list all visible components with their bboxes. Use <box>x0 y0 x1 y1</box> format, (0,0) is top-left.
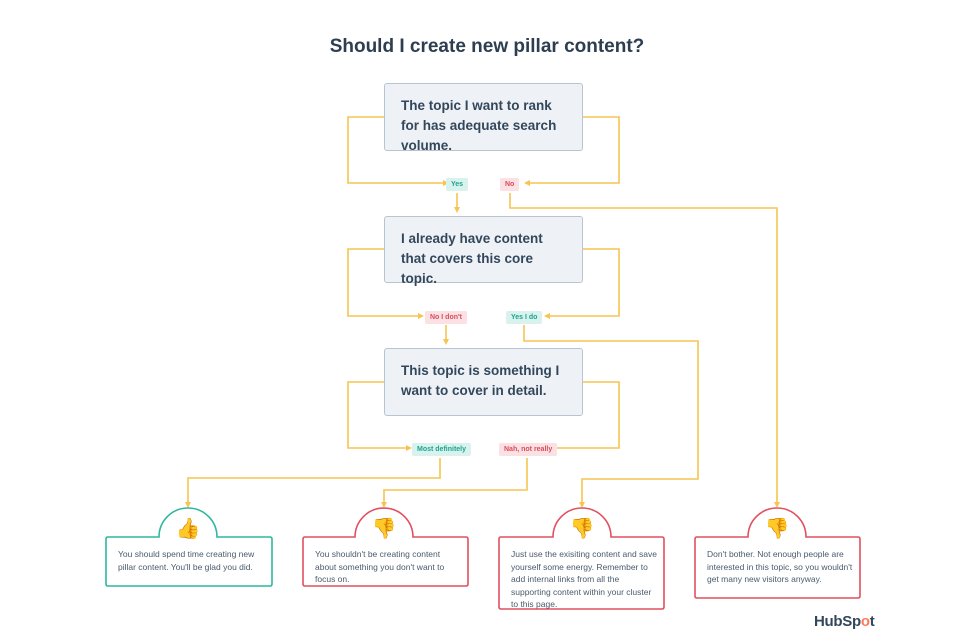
arrowhead <box>406 445 412 451</box>
arrowhead <box>381 502 387 508</box>
q3-no-label: Nah, not really <box>499 443 558 456</box>
result-text-create-pillar: You should spend time creating new pilla… <box>118 549 255 572</box>
q1-no-to-result4 <box>509 193 778 505</box>
q1-left-connector <box>347 116 443 184</box>
q3-left-connector <box>347 381 406 449</box>
q2-yes-to-result3 <box>523 325 699 505</box>
hubspot-logo: HubSpot <box>814 613 875 630</box>
result-card-outline-2 <box>302 507 469 587</box>
q2-left-connector <box>347 248 418 317</box>
q2-no-label: No I don't <box>425 311 467 324</box>
result-card-outline-3 <box>498 507 665 610</box>
q3-yes-label: Most definitely <box>412 443 472 456</box>
thumbs-down-icon: 👎 <box>764 518 790 540</box>
q2-yes-label: Yes I do <box>506 311 543 324</box>
result-card-outline-1 <box>105 507 273 587</box>
thumbs-up-icon: 👍 <box>175 518 201 540</box>
result-text-use-existing: Just use the exisiting content and save … <box>511 549 658 609</box>
q3-no-to-result2 <box>383 458 528 505</box>
arrowhead <box>185 502 191 508</box>
arrowhead <box>579 502 585 508</box>
arrowhead <box>454 207 460 213</box>
thumbs-down-icon: 👎 <box>371 518 397 540</box>
q2-right-connector <box>550 248 620 317</box>
q3-yes-to-result1 <box>187 458 441 505</box>
arrowhead <box>524 180 530 186</box>
arrowhead <box>774 502 780 508</box>
arrowhead <box>418 313 424 319</box>
arrowhead <box>544 313 550 319</box>
result-text-dont-bother: Don't bother. Not enough people are inte… <box>707 549 853 584</box>
thumbs-down-icon: 👎 <box>569 518 595 540</box>
q1-no-label: No <box>500 178 520 191</box>
arrowhead <box>443 339 449 345</box>
diagram-title: Should I create new pillar content? <box>329 36 645 57</box>
question-box-existing-content: I already have content that covers this … <box>384 216 583 286</box>
question-box-cover-in-detail: This topic is something I want to cover … <box>384 348 583 416</box>
result-text-dont-create: You shouldn't be creating content about … <box>315 549 445 584</box>
result-card-outline-4 <box>694 507 861 599</box>
q3-right-connector <box>532 381 620 449</box>
q1-right-connector <box>530 116 620 184</box>
question-box-search-volume: The topic I want to rank for has adequat… <box>384 83 583 153</box>
q1-yes-label: Yes <box>446 178 469 191</box>
